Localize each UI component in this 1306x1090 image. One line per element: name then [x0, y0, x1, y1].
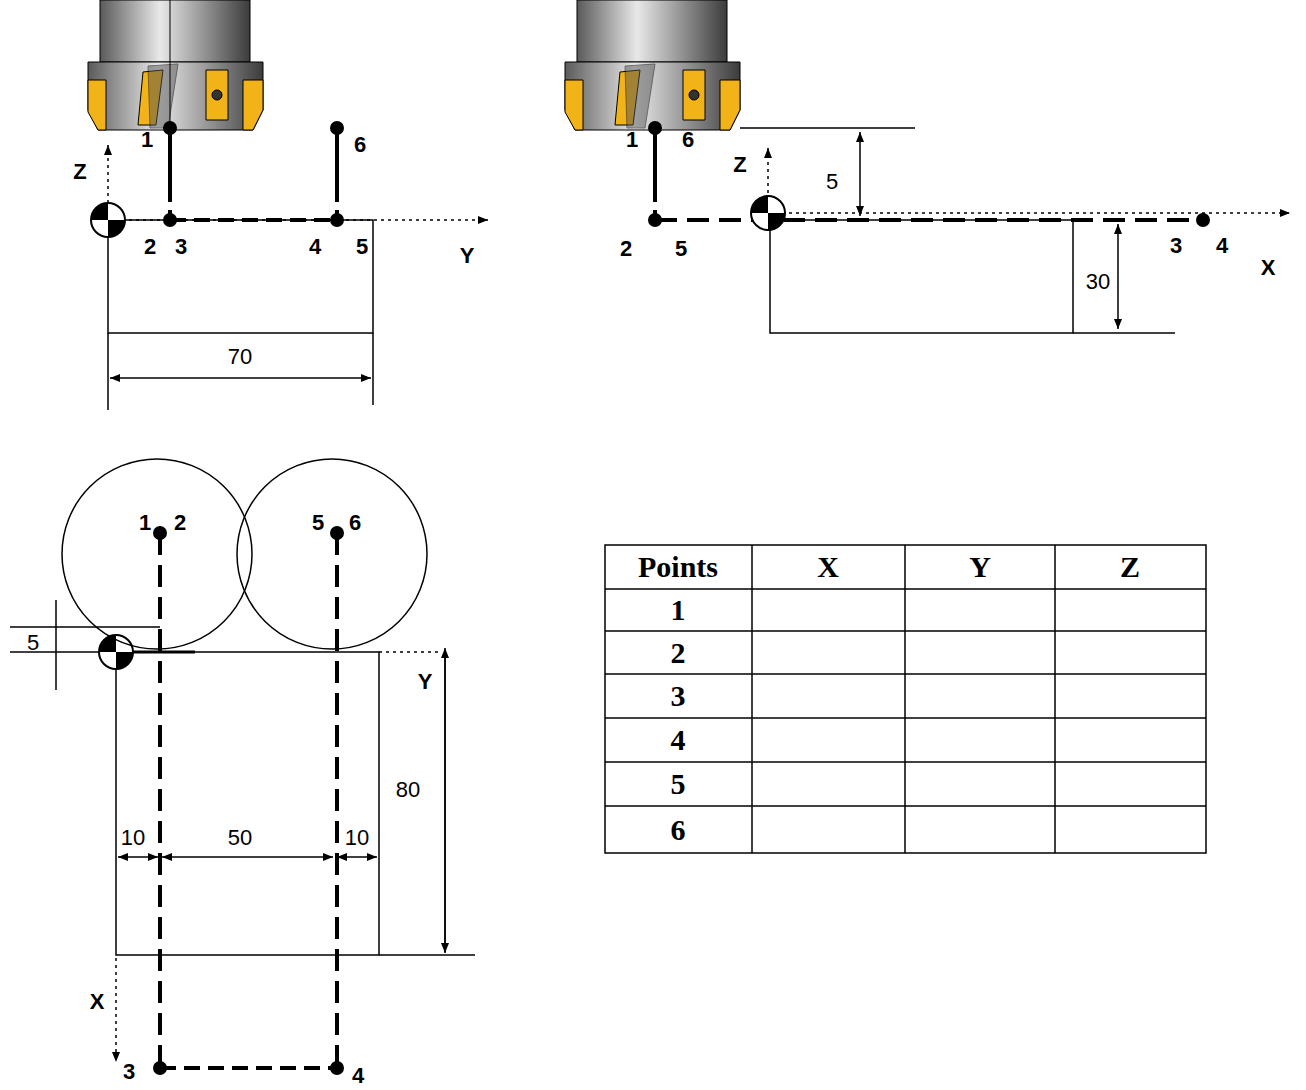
point-number: 6 [354, 134, 366, 156]
table-cell: 1 [671, 595, 686, 625]
table-cell: X [817, 552, 839, 582]
table-cell: 6 [671, 815, 686, 845]
point-number: 5 [675, 238, 687, 260]
axis-label: Y [418, 671, 433, 693]
point-number: 4 [352, 1065, 364, 1087]
point-number: 1 [626, 129, 638, 151]
point-number: 2 [174, 512, 186, 534]
dimension: 70 [228, 346, 252, 368]
axis-label: Z [733, 154, 746, 176]
table-cell: 2 [671, 638, 686, 668]
tool-circle: 56 [235, 457, 429, 651]
dimension: 5 [27, 632, 39, 654]
axis-label: Z [73, 161, 86, 183]
dimension: 80 [396, 779, 420, 801]
point-number: 5 [356, 236, 368, 258]
table-cell: Y [969, 552, 991, 582]
table-cell: 3 [671, 681, 686, 711]
point-number: 5 [312, 512, 324, 534]
table-cell: Z [1120, 552, 1140, 582]
point-number: 4 [1216, 235, 1228, 257]
dimension: 5 [826, 171, 838, 193]
point-number: 4 [309, 236, 321, 258]
dimension: 30 [1086, 271, 1110, 293]
dimension: 10 [121, 827, 145, 849]
point-number: 2 [144, 236, 156, 258]
point-number: 3 [175, 236, 187, 258]
tool-circle: 12 [60, 457, 254, 651]
point-number: 2 [620, 238, 632, 260]
point-number: 3 [1170, 235, 1182, 257]
axis-label: Y [460, 245, 475, 267]
axis-label: X [90, 991, 105, 1013]
table-cell: Points [638, 552, 718, 582]
table-cell: 4 [671, 725, 686, 755]
axis-label: X [1261, 257, 1276, 279]
point-number: 1 [139, 512, 151, 534]
point-number: 6 [349, 512, 361, 534]
dimension: 50 [228, 827, 252, 849]
dimension: 10 [345, 827, 369, 849]
point-number: 1 [141, 129, 153, 151]
point-number: 6 [682, 129, 694, 151]
table-cell: 5 [671, 769, 686, 799]
point-number: 3 [123, 1061, 135, 1083]
